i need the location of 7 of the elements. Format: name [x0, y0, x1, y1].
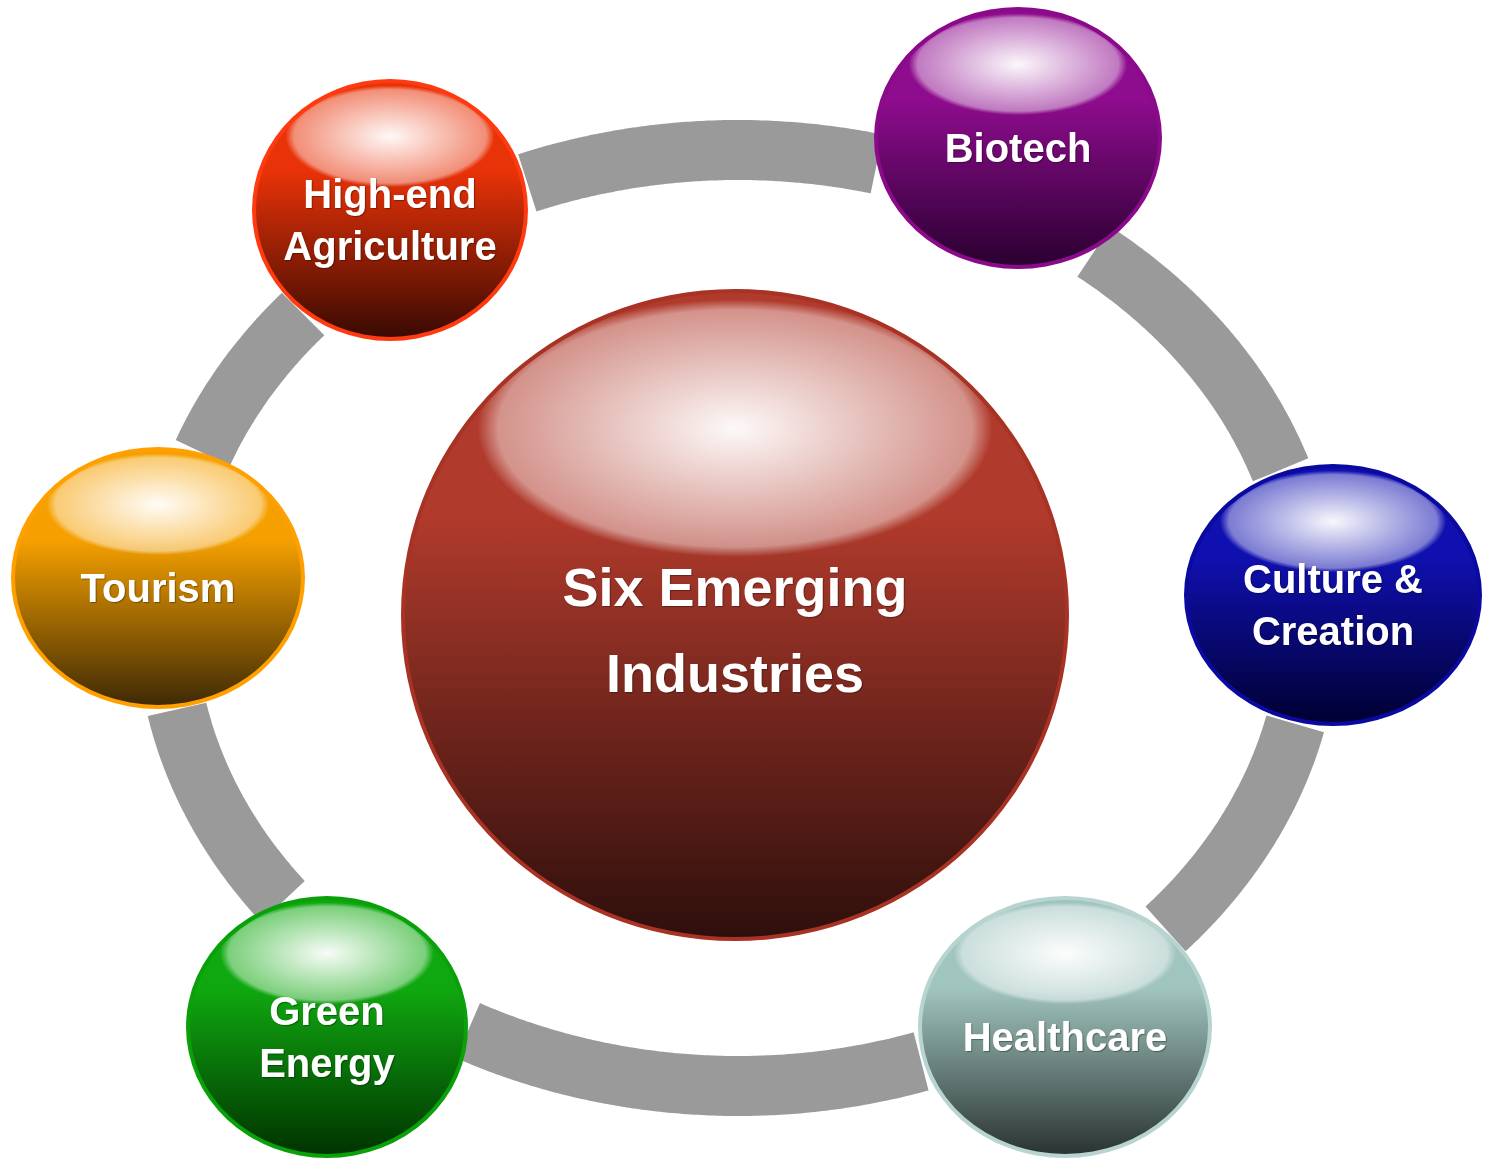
- node-label: High-end Agriculture: [282, 171, 498, 270]
- node-label: Healthcare: [962, 1014, 1168, 1061]
- node-label: Six Emerging Industries: [561, 555, 909, 705]
- node-label: Biotech: [944, 125, 1092, 172]
- node-label: Tourism: [80, 565, 236, 612]
- node-label: Culture & Creation: [1242, 556, 1424, 655]
- node-label: Green Energy: [258, 988, 396, 1087]
